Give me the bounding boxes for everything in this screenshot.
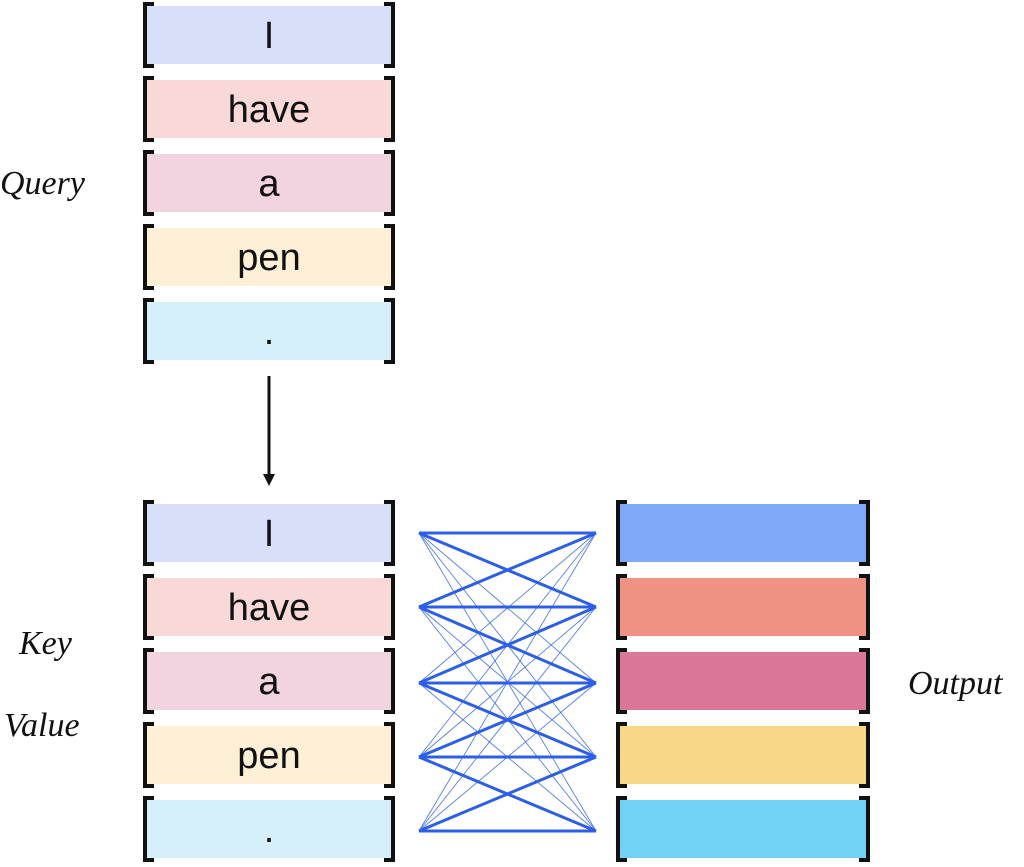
output-token-4: [616, 796, 870, 862]
kv-token-box: [147, 726, 391, 784]
key-label: Key: [18, 625, 73, 662]
value-label: Value: [4, 707, 80, 744]
query-token-2: a: [143, 150, 395, 216]
attention-link: [418, 531, 597, 609]
kv-token-4: .: [143, 796, 395, 862]
key-value-column: I have a pen .: [143, 500, 395, 862]
attention-lines: [418, 531, 597, 833]
kv-token-label: pen: [237, 735, 300, 777]
kv-token-label: .: [264, 809, 275, 851]
kv-token-label: I: [264, 513, 275, 555]
kv-token-0: I: [143, 500, 395, 566]
kv-token-box: [147, 652, 391, 710]
kv-token-label: a: [258, 661, 280, 703]
kv-token-2: a: [143, 648, 395, 714]
attention-link: [418, 682, 597, 832]
query-token-label: pen: [237, 237, 300, 279]
output-column: [616, 500, 870, 862]
query-token-label: have: [228, 89, 310, 131]
output-token-box: [620, 800, 866, 858]
query-token-box: [147, 6, 391, 64]
attention-link: [418, 532, 597, 684]
attention-link: [418, 606, 597, 832]
query-token-1: have: [143, 76, 395, 142]
kv-token-1: have: [143, 574, 395, 640]
output-token-box: [620, 578, 866, 636]
query-token-0: I: [143, 2, 395, 68]
query-token-label: I: [264, 15, 275, 57]
query-token-label: .: [264, 311, 275, 353]
query-token-4: .: [143, 298, 395, 364]
kv-token-box: [147, 578, 391, 636]
output-token-box: [620, 726, 866, 784]
kv-token-3: pen: [143, 722, 395, 788]
query-token-3: pen: [143, 224, 395, 290]
output-token-box: [620, 504, 866, 562]
query-token-box: [147, 228, 391, 286]
output-token-3: [616, 722, 870, 788]
query-label: Query: [0, 165, 86, 202]
output-token-0: [616, 500, 870, 566]
output-token-1: [616, 574, 870, 640]
kv-token-box: [147, 800, 391, 858]
kv-token-box: [147, 504, 391, 562]
attention-link: [418, 755, 597, 833]
query-token-box: [147, 302, 391, 360]
attention-link: [418, 532, 597, 832]
query-token-box: [147, 154, 391, 212]
output-token-box: [620, 652, 866, 710]
query-token-box: [147, 80, 391, 138]
attention-link: [418, 532, 597, 758]
output-label: Output: [908, 665, 1004, 702]
kv-token-label: have: [228, 587, 310, 629]
query-token-label: a: [258, 163, 280, 205]
output-token-2: [616, 648, 870, 714]
query-column: I have a pen .: [143, 2, 395, 364]
attention-link: [418, 681, 597, 759]
